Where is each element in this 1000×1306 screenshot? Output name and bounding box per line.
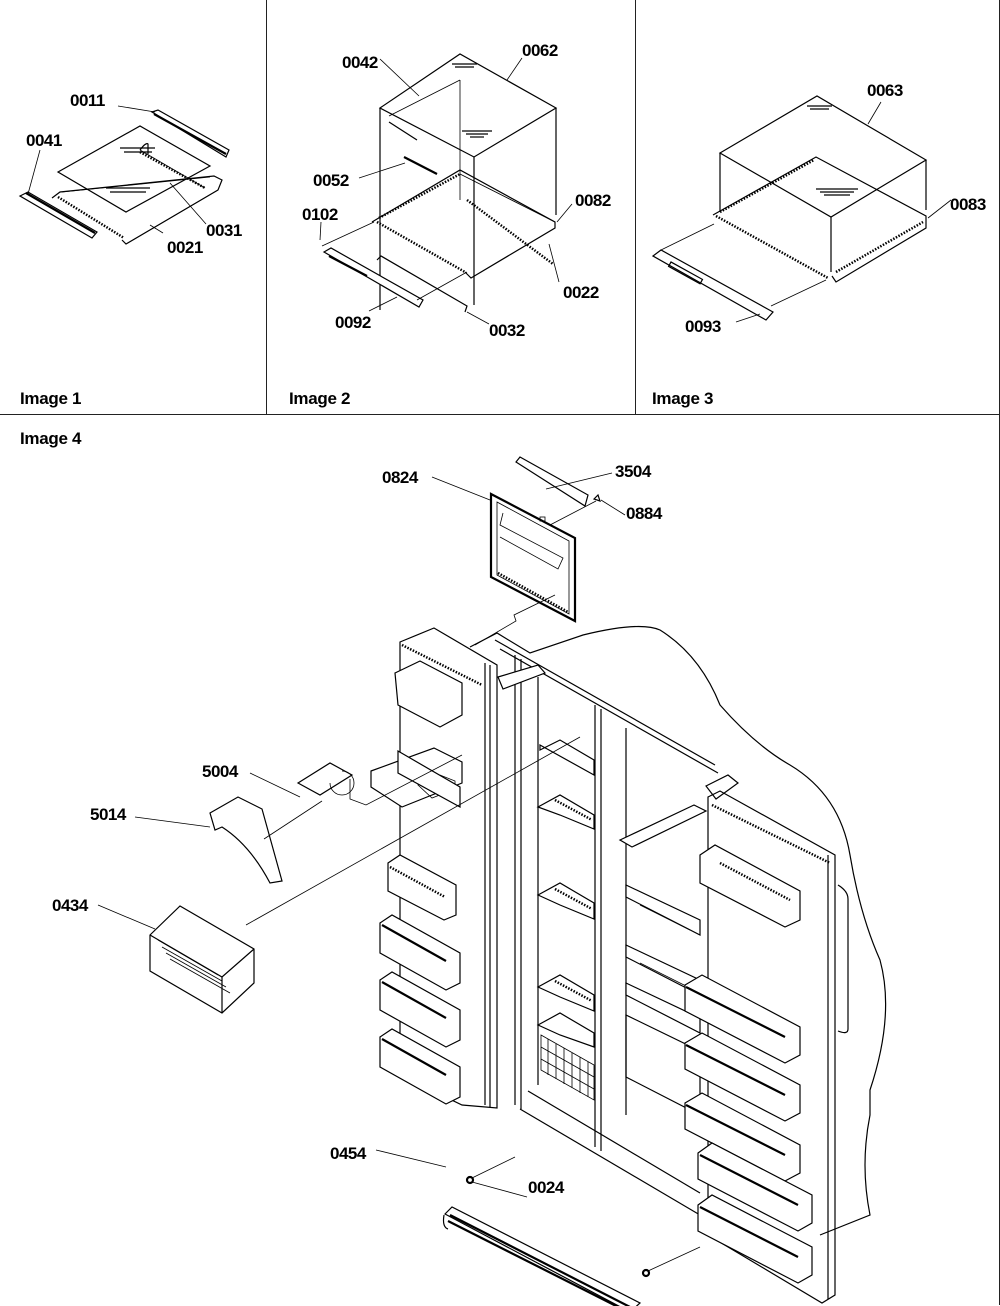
part-0083-drawer-frame <box>712 156 927 283</box>
crisper-drawer-drawing: 0042 0062 0052 0082 0102 0022 0092 0032 <box>302 41 611 340</box>
part-0093-drawer-front <box>651 249 774 321</box>
part-label: 0092 <box>335 313 371 332</box>
part-5004-dispenser-pad <box>296 762 355 796</box>
panel-caption: Image 3 <box>652 389 714 408</box>
fresh-food-door-bin <box>684 1032 801 1122</box>
part-0052-support-rod <box>403 156 438 175</box>
part-0032-drawer-rail <box>376 255 468 313</box>
part-0063-drawer-cover <box>718 95 928 272</box>
panel-image-3: 0063 0083 0093 Image 3 <box>635 0 1000 415</box>
part-0031-glass-panel <box>56 125 212 213</box>
part-0884-button <box>592 493 601 502</box>
part-label: 0082 <box>575 191 611 210</box>
panel-caption: Image 1 <box>20 389 82 408</box>
shelf-assembly-drawing: 0011 0041 0031 0021 <box>18 91 242 257</box>
part-5014-dispenser-arm <box>209 796 283 884</box>
refrigerator-exploded-drawing: 0824 3504 0884 5004 5014 0434 0454 0024 <box>52 456 887 1306</box>
part-label: 0102 <box>302 205 338 224</box>
part-label: 0011 <box>70 91 105 110</box>
freezer-door-bin <box>379 1028 461 1105</box>
part-label: 5014 <box>90 805 127 824</box>
part-0011-rear-trim <box>150 109 230 158</box>
part-label: 0083 <box>950 195 986 214</box>
freezer-door <box>370 627 498 1109</box>
freezer-shelves <box>536 739 595 1101</box>
part-0082-drawer-frame <box>371 169 556 279</box>
fresh-food-door-bin <box>684 974 801 1064</box>
part-0024-grille-screw <box>465 1175 651 1278</box>
refrigerator-cabinet <box>469 625 887 1236</box>
freezer-door-bin <box>379 914 461 991</box>
part-label: 0434 <box>52 896 89 915</box>
part-0041-front-trim <box>18 191 98 239</box>
fresh-food-door <box>684 790 849 1304</box>
part-label: 0042 <box>342 53 378 72</box>
part-label: 0063 <box>867 81 903 100</box>
fresh-food-door-bin <box>697 1194 813 1284</box>
part-label: 5004 <box>202 762 239 781</box>
part-label: 0024 <box>528 1178 565 1197</box>
part-label: 0021 <box>167 238 203 257</box>
part-label: 0031 <box>206 221 242 240</box>
part-0434-ice-tray <box>149 905 255 1014</box>
part-label: 0454 <box>330 1144 367 1163</box>
part-label: 0041 <box>26 131 62 150</box>
part-3504-label-plate <box>515 456 589 507</box>
freezer-door-bin <box>387 854 457 921</box>
panel-image-4: Image 4 <box>0 414 1000 1306</box>
fresh-food-door-bin <box>684 1092 801 1182</box>
part-label: 0022 <box>563 283 599 302</box>
part-0454-base-grille <box>442 1206 642 1306</box>
fresh-food-door-bin <box>697 1142 813 1232</box>
panel-image-2: 0042 0062 0052 0082 0102 0022 0092 0032 … <box>266 0 636 415</box>
freezer-door-bin <box>379 971 461 1048</box>
part-label: 0032 <box>489 321 525 340</box>
part-0092-drawer-front <box>322 247 424 308</box>
part-label: 0884 <box>626 504 663 523</box>
freezer-wire-basket <box>540 1034 595 1101</box>
meat-drawer-drawing: 0063 0083 0093 <box>651 81 986 336</box>
part-0824-dispenser-frame <box>489 492 577 623</box>
panel-caption: Image 4 <box>20 429 82 448</box>
panel-image-1: 0011 0041 0031 0021 Image 1 <box>0 0 267 415</box>
part-label: 0093 <box>685 317 721 336</box>
part-label: 0062 <box>522 41 558 60</box>
part-label: 3504 <box>615 462 652 481</box>
part-0062-crisper-cover <box>378 53 558 310</box>
fresh-food-compartment <box>618 804 708 1116</box>
panel-caption: Image 2 <box>289 389 351 408</box>
part-label: 0824 <box>382 468 419 487</box>
part-label: 0052 <box>313 171 349 190</box>
